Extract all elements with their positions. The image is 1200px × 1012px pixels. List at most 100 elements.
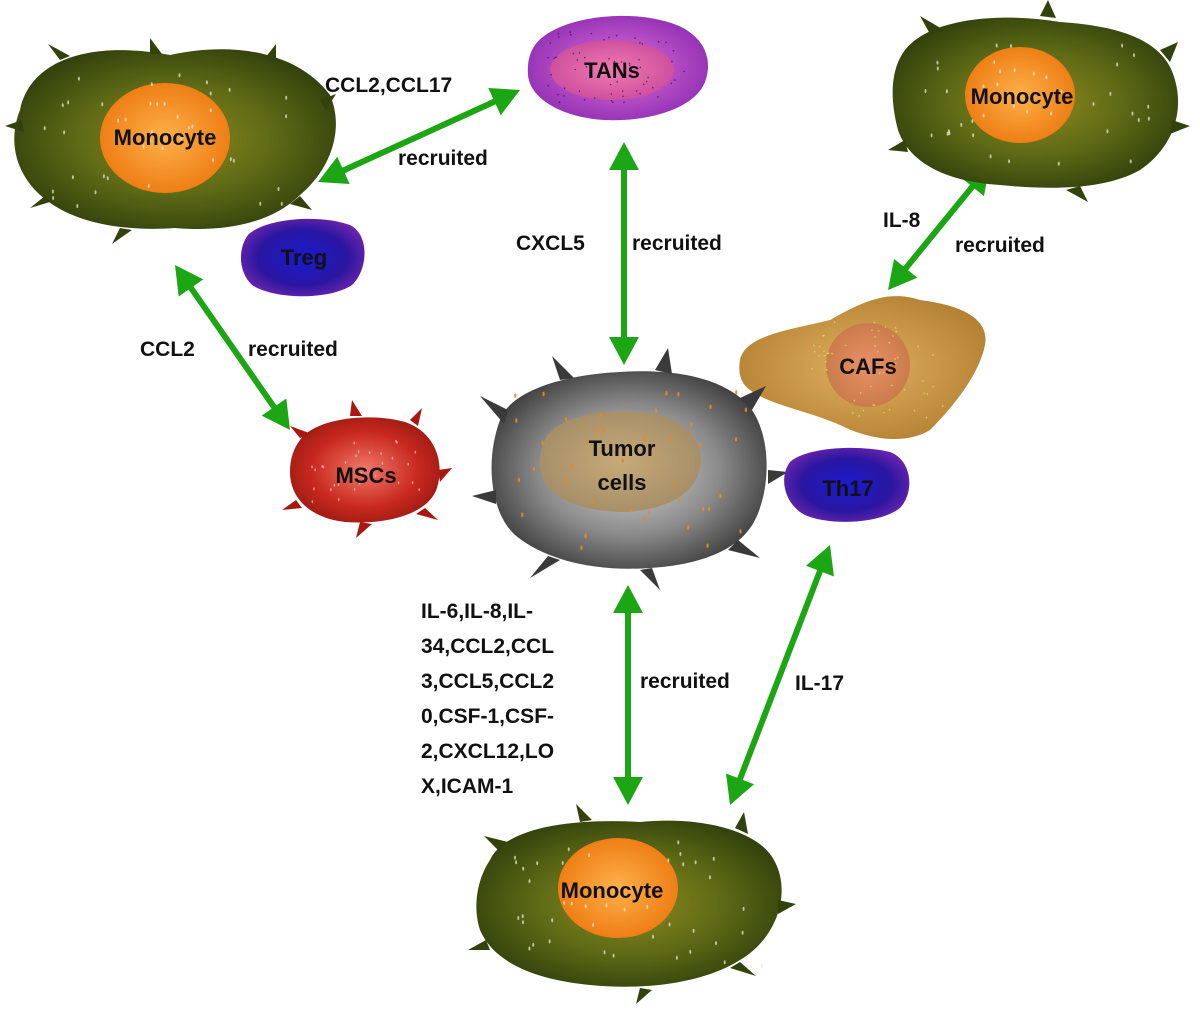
speckle-dot [558, 101, 561, 104]
speckle-dot [94, 190, 97, 195]
speckle-dot [862, 409, 865, 412]
speckle-dot [522, 920, 524, 925]
speckle-dot [584, 904, 587, 909]
speckle-dot [67, 100, 70, 105]
speckle-dot [277, 187, 280, 191]
speckle-dot [675, 955, 678, 960]
speckle-dot [570, 463, 573, 469]
speckle-dot [998, 92, 1001, 97]
speckle-dot [670, 82, 673, 85]
speckle-dot [871, 329, 873, 332]
speckle-dot [414, 450, 417, 454]
speckle-dot [578, 52, 581, 54]
speckle-dot [572, 52, 575, 55]
speckle-dot [646, 905, 649, 909]
speckle-dot [823, 355, 825, 357]
speckle-dot [813, 350, 816, 353]
speckle-dot [322, 465, 325, 469]
arrow-monocyte-mscs-head-end [261, 398, 290, 430]
speckle-dot [883, 411, 885, 414]
monocyte-bottom-label: Monocyte [561, 878, 664, 903]
link-monocyte-cafs-signal: IL-8 [883, 209, 921, 232]
speckle-dot [396, 441, 398, 444]
speckle-dot [150, 82, 153, 87]
speckle-dot [672, 50, 675, 52]
tans-cell: TANs [527, 15, 708, 121]
speckle-dot [926, 393, 929, 395]
speckle-dot [124, 117, 127, 122]
speckle-pattern [311, 439, 421, 504]
speckle-dot [844, 371, 846, 373]
speckle-dot [679, 852, 682, 856]
speckle-dot [357, 450, 360, 454]
speckle-dot [690, 422, 693, 427]
arrow-tans-tumor-head-start [609, 142, 639, 170]
speckle-dot [635, 90, 638, 92]
link-tumor-monocyte-action: recruited [640, 670, 730, 693]
speckle-dot [996, 82, 999, 87]
arrow-tans-tumor-head-end [609, 337, 639, 365]
speckle-dot [674, 79, 676, 81]
speckle-dot [583, 99, 586, 101]
speckle-dot [917, 345, 920, 348]
speckle-dot [101, 102, 104, 107]
speckle-dot [411, 481, 414, 485]
speckle-pattern [514, 840, 764, 968]
speckle-dot [191, 124, 194, 129]
speckle-dot [888, 408, 891, 411]
speckle-dot [870, 385, 872, 388]
speckle-dot [595, 428, 599, 434]
link-monocyte-tans-signal: CCL2,CCL17 [325, 74, 452, 97]
speckle-dot [602, 428, 605, 434]
speckle-dot [708, 506, 711, 511]
speckle-dot [549, 42, 552, 44]
speckle-dot [999, 69, 1002, 74]
link-th17-monocyte-signal: IL-17 [795, 672, 844, 695]
speckle-dot [603, 950, 606, 955]
speckle-dot [739, 529, 742, 534]
speckle-dot [374, 474, 377, 478]
arrow-th17-monocyte-head-start [805, 545, 834, 577]
speckle-dot [555, 56, 557, 59]
speckle-dot [894, 327, 897, 329]
speckle-dot [1137, 118, 1140, 122]
speckle-dot [550, 73, 552, 76]
tumor-label-line2: cells [598, 470, 647, 495]
speckle-dot [699, 442, 702, 448]
speckle-dot [719, 493, 722, 499]
speckle-dot [903, 389, 906, 391]
speckle-dot [645, 80, 648, 83]
signal-line: 3,CCL5,CCL2 [421, 670, 554, 693]
speckle-dot [584, 56, 586, 59]
speckle-dot [715, 941, 717, 946]
speckle-dot [542, 391, 545, 397]
speckle-dot [150, 129, 153, 134]
speckle-dot [639, 66, 642, 69]
speckle-dot [314, 468, 317, 472]
speckle-pattern [811, 321, 944, 419]
speckle-dot [1045, 75, 1048, 80]
speckle-dot [652, 86, 654, 89]
arrow-th17-monocyte [734, 562, 826, 788]
monocyte-top-right-cell: Monocyte [888, 0, 1190, 202]
speckle-dot [874, 345, 876, 347]
speckle-dot [563, 95, 565, 97]
speckle-dot [532, 466, 536, 472]
speckle-dot [1010, 44, 1012, 48]
arrows-layer [175, 87, 990, 805]
speckle-dot [995, 43, 998, 48]
speckle-dot [876, 350, 879, 353]
speckle-dot [884, 326, 887, 328]
treg-label: Treg [281, 245, 327, 270]
speckle-dot [548, 939, 551, 944]
speckle-dot [818, 345, 821, 348]
link-monocyte-tans-action: recruited [398, 147, 488, 170]
speckle-dot [706, 543, 709, 548]
speckle-dot [620, 61, 623, 63]
speckle-dot [1106, 129, 1109, 134]
speckle-dot [641, 43, 644, 45]
speckle-dot [418, 488, 421, 492]
speckle-dot [517, 916, 520, 920]
speckle-pattern [924, 43, 1150, 166]
